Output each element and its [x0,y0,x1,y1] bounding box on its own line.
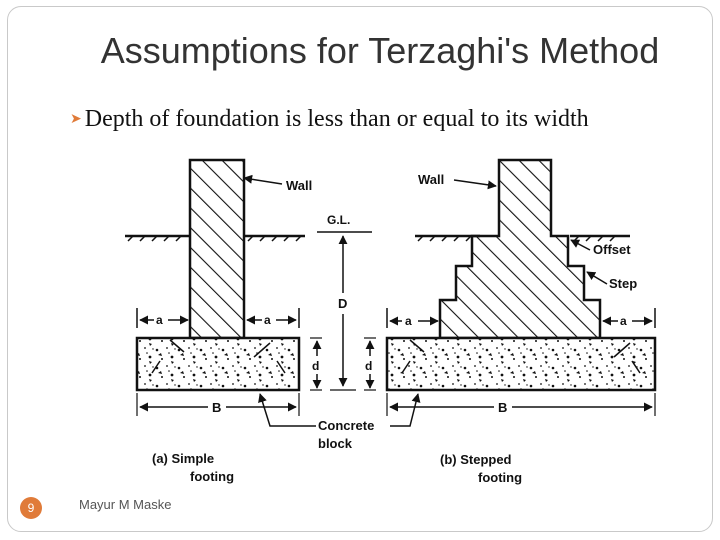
slide-title: Assumptions for Terzaghi's Method [100,30,660,71]
label-wall-left: Wall [286,178,312,193]
label-a: a [264,313,271,327]
slide-frame [7,6,713,532]
stepped-wall [438,158,602,340]
caption-stepped-footing: (b) Stepped [440,452,512,467]
label-b: B [498,400,507,415]
bullet-point: ➤Depth of foundation is less than or equ… [70,106,589,133]
footer-author: Mayur M Maske [79,497,172,512]
label-d: d [365,359,372,373]
simple-footing: Wall a a d B [125,158,322,416]
label-block: block [318,436,353,451]
label-a: a [405,314,412,328]
slide-number-badge: 9 [20,497,42,519]
concrete-block-right [385,336,657,392]
caption-simple-footing-2: footing [190,469,234,484]
bullet-text: Depth of foundation is less than or equa… [84,106,589,132]
label-d: d [312,359,319,373]
caption-stepped-footing-2: footing [478,470,522,485]
label-b: B [212,400,221,415]
stepped-footing: Wall Offset Step a a B [385,158,657,416]
label-offset: Offset [593,242,631,257]
wall-left [188,158,246,340]
concrete-block-left [135,336,301,392]
center-dimensions: G.L. D d Concrete block [258,213,421,451]
footing-diagram: Wall a a d B G.L. D d [125,158,657,485]
label-a: a [620,314,627,328]
label-a: a [156,313,163,327]
orange-arrow-bullet-icon: ➤ [70,112,82,127]
label-gl: G.L. [327,213,350,227]
label-big-d: D [338,296,347,311]
label-step: Step [609,276,637,291]
label-wall-right: Wall [418,172,444,187]
label-concrete: Concrete [318,418,374,433]
caption-simple-footing: (a) Simple [152,451,214,466]
